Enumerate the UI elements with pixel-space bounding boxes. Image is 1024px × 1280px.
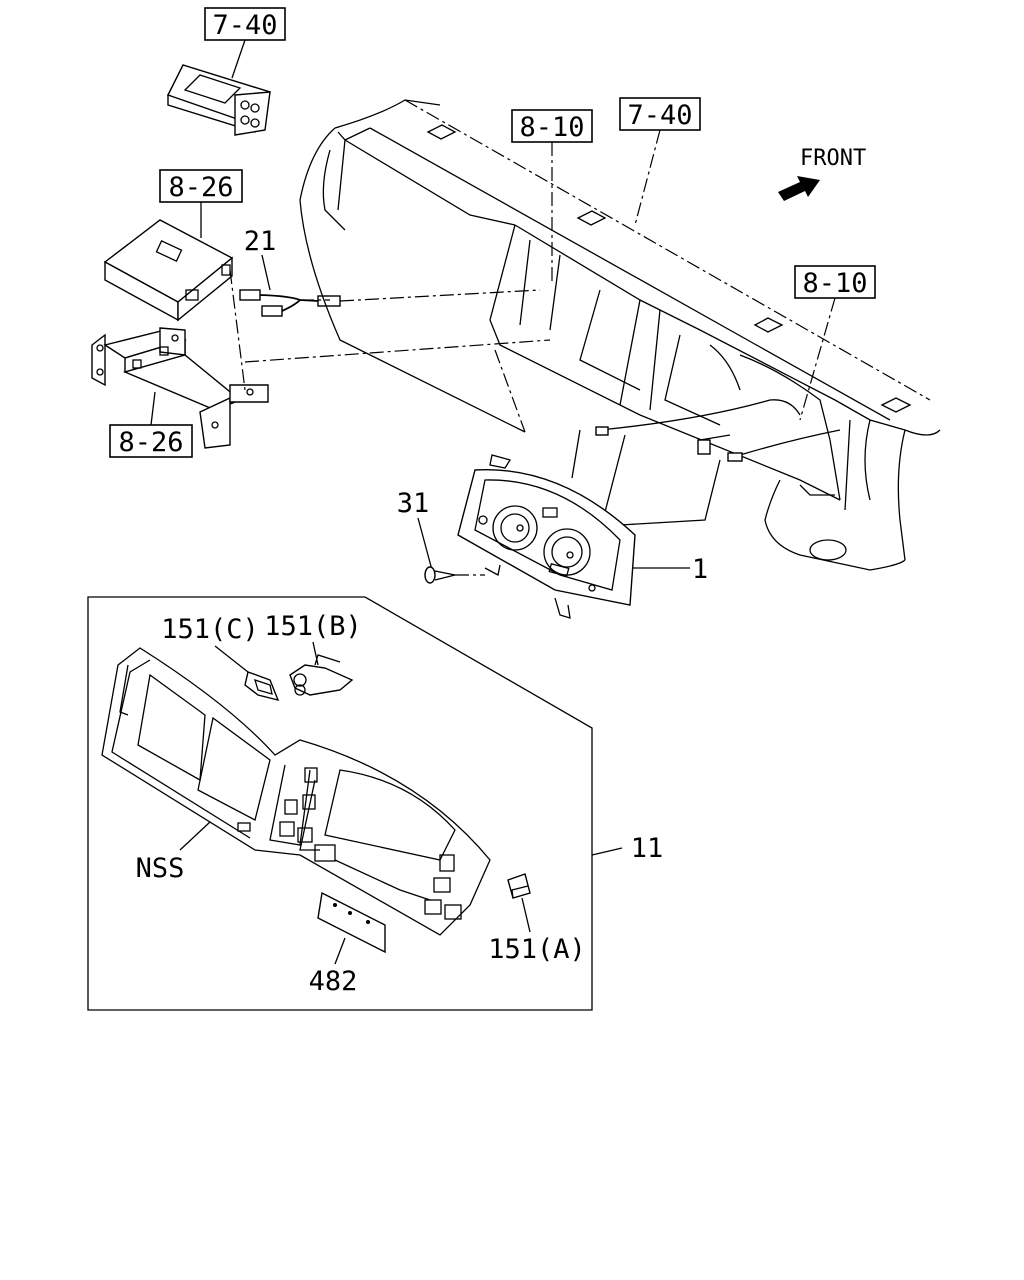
part-482-label: 482	[309, 966, 358, 997]
part-151a-label: 151(A)	[488, 934, 586, 965]
detail-box-outline	[87, 596, 593, 1011]
ref-box-8-26-top[interactable]: 8-26	[159, 169, 243, 203]
clip-151c-part	[244, 671, 280, 702]
ref-label-8-26-bottom: 8-26	[118, 427, 183, 458]
bracket-part	[91, 327, 269, 449]
clip-151b-part	[289, 654, 354, 696]
label-plate-482-part	[317, 891, 386, 954]
cluster-bezel-part	[101, 647, 491, 936]
front-label: FRONT	[800, 146, 866, 171]
part-nss-label: NSS	[136, 853, 185, 884]
connector-block-part	[167, 64, 271, 136]
dashboard-assembly	[299, 99, 941, 571]
part-1-label: 1	[692, 554, 708, 585]
ref-box-8-26-bottom[interactable]: 8-26	[109, 424, 193, 458]
ref-box-7-40-dash[interactable]: 7-40	[619, 97, 701, 131]
ref-box-8-10-right[interactable]: 8-10	[794, 265, 876, 299]
front-arrow-icon	[778, 176, 820, 201]
instrument-cluster-part	[457, 454, 636, 619]
part-151c-label: 151(C)	[161, 614, 259, 645]
screw-part	[424, 566, 485, 584]
ref-box-8-10-top[interactable]: 8-10	[511, 109, 593, 143]
part-11-label: 11	[631, 833, 664, 864]
part-31-label: 31	[397, 488, 430, 519]
part-151b-label: 151(B)	[264, 611, 362, 642]
clip-151a-part	[507, 873, 531, 899]
ref-box-7-40-top[interactable]: 7-40	[204, 7, 286, 41]
control-unit-part	[103, 219, 234, 322]
ref-label-8-26-top: 8-26	[168, 172, 233, 203]
ref-label-7-40-dash: 7-40	[627, 100, 692, 131]
ref-label-7-40-top: 7-40	[212, 10, 277, 41]
part-21-label: 21	[244, 226, 277, 257]
wiring-harness-part	[239, 289, 341, 317]
ref-label-8-10-top: 8-10	[519, 112, 584, 143]
ref-label-8-10-right: 8-10	[802, 268, 867, 299]
